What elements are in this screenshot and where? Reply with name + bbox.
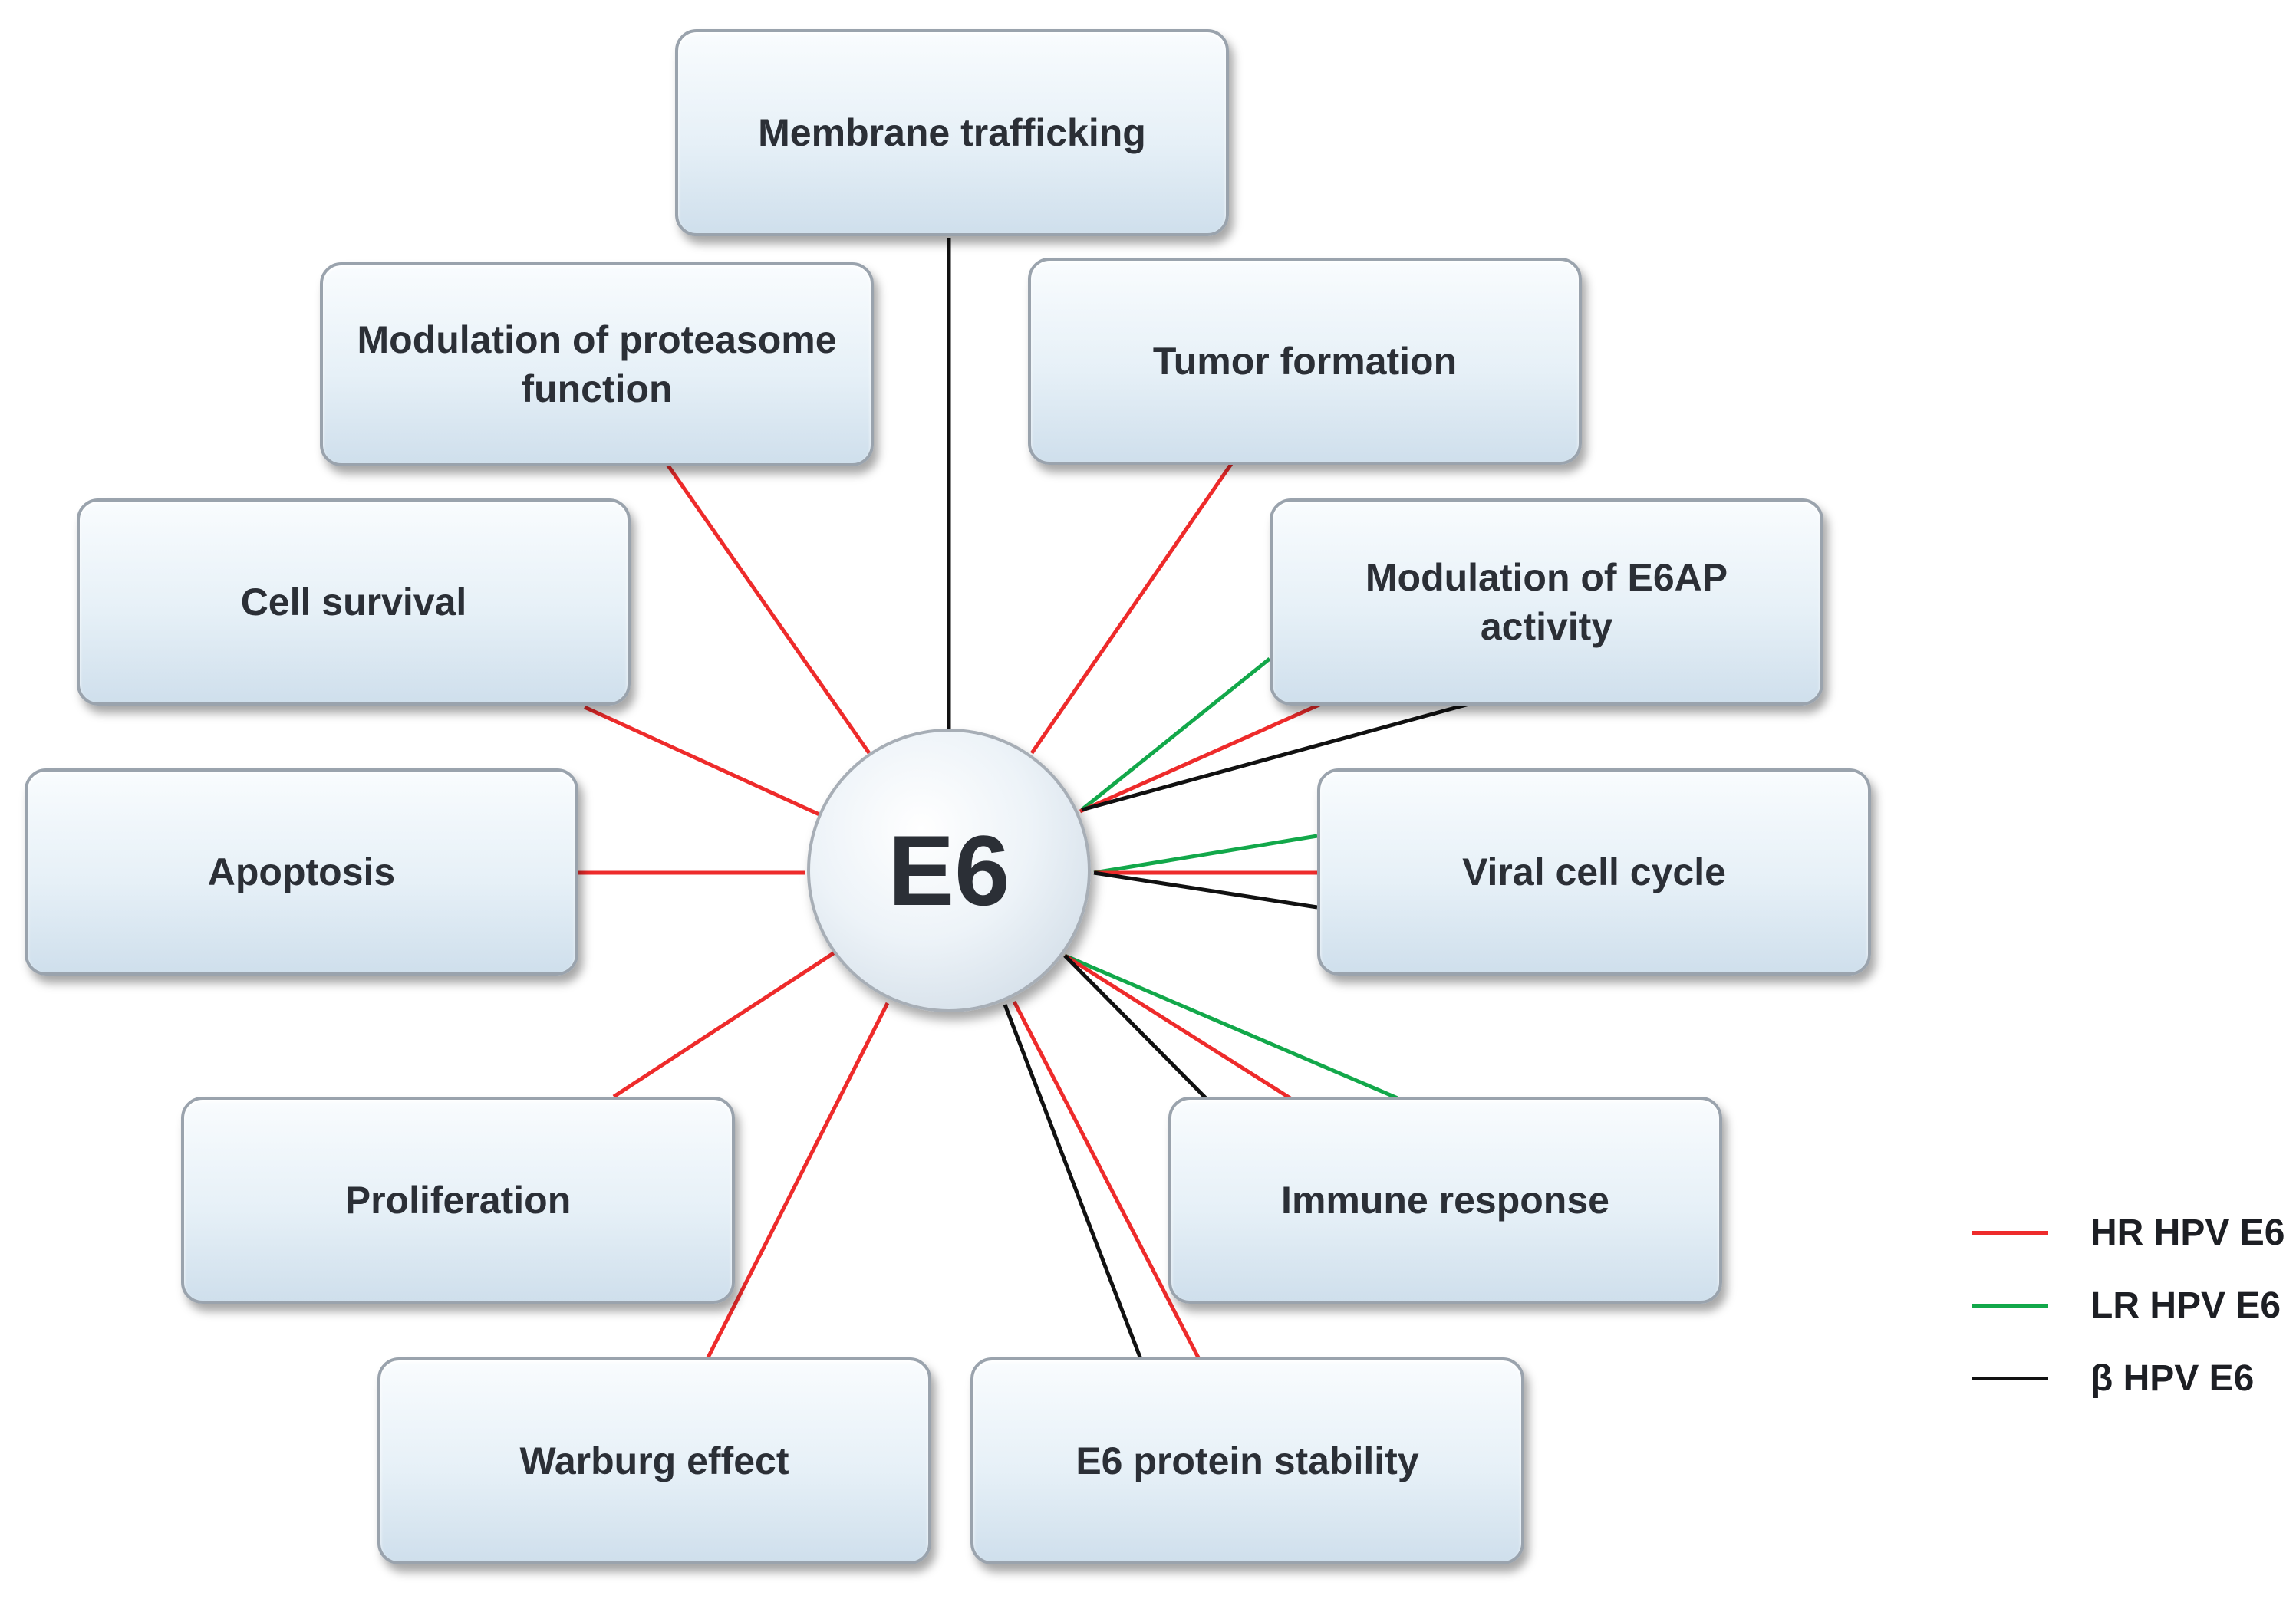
link-hr-tumor-formation xyxy=(1029,462,1234,755)
link-hr-immune-response xyxy=(1063,953,1292,1101)
node-e6ap-activity: Modulation of E6AP activity xyxy=(1270,498,1823,706)
node-warburg-effect: Warburg effect xyxy=(377,1357,931,1564)
node-proteasome-function: Modulation of proteasome function xyxy=(320,262,874,466)
node-label: Cell survival xyxy=(240,581,467,623)
legend-label: β HPV E6 xyxy=(2090,1357,2255,1399)
node-protein-stability: E6 protein stability xyxy=(970,1357,1524,1564)
legend-item-lr: LR HPV E6 xyxy=(1972,1282,2281,1328)
legend-swatch xyxy=(1972,1303,2048,1308)
node-tumor-formation: Tumor formation xyxy=(1028,258,1582,465)
link-lr-viral-cell-cycle xyxy=(1093,834,1318,875)
link-hr-proteasome-function xyxy=(662,459,871,755)
hub-label: E6 xyxy=(888,814,1010,926)
link-hr-cell-survival xyxy=(583,705,821,817)
node-membrane-trafficking: Membrane trafficking xyxy=(675,29,1229,236)
link-hr-protein-stability xyxy=(1012,1000,1201,1360)
link-beta-immune-response xyxy=(1063,954,1207,1100)
link-hr-e6ap-activity xyxy=(1079,702,1323,814)
legend-swatch xyxy=(1972,1230,2048,1235)
link-hr-warburg-effect xyxy=(705,1002,890,1360)
node-immune-response: Immune response xyxy=(1168,1097,1722,1304)
node-apoptosis: Apoptosis xyxy=(25,768,578,976)
link-beta-viral-cell-cycle xyxy=(1093,870,1318,910)
link-hr-proliferation xyxy=(612,950,836,1099)
node-cell-survival: Cell survival xyxy=(77,498,631,706)
node-viral-cell-cycle: Viral cell cycle xyxy=(1317,768,1871,976)
node-label: Proliferation xyxy=(344,1179,572,1222)
node-label: Warburg effect xyxy=(519,1439,789,1482)
link-lr-e6ap-activity xyxy=(1080,657,1271,811)
node-label: E6 protein stability xyxy=(1076,1439,1419,1482)
node-label: Tumor formation xyxy=(1152,340,1458,383)
legend-swatch xyxy=(1972,1376,2048,1380)
legend-item-beta: β HPV E6 xyxy=(1972,1355,2254,1401)
legend-label: HR HPV E6 xyxy=(2090,1212,2285,1253)
node-label: Immune response xyxy=(1281,1179,1609,1222)
node-proliferation: Proliferation xyxy=(181,1097,735,1304)
node-label: Modulation of proteasome function xyxy=(357,318,837,410)
link-beta-e6ap-activity xyxy=(1081,702,1470,812)
node-label: Viral cell cycle xyxy=(1462,850,1726,893)
legend-label: LR HPV E6 xyxy=(2090,1285,2281,1326)
link-beta-protein-stability xyxy=(1003,1004,1143,1360)
legend-item-hr: HR HPV E6 xyxy=(1972,1209,2284,1255)
node-label: Modulation of E6AP activity xyxy=(1365,556,1728,648)
e6-hub: E6 xyxy=(807,729,1091,1012)
node-label: Membrane trafficking xyxy=(758,111,1146,154)
node-label: Apoptosis xyxy=(207,850,396,893)
link-lr-immune-response xyxy=(1064,953,1398,1101)
